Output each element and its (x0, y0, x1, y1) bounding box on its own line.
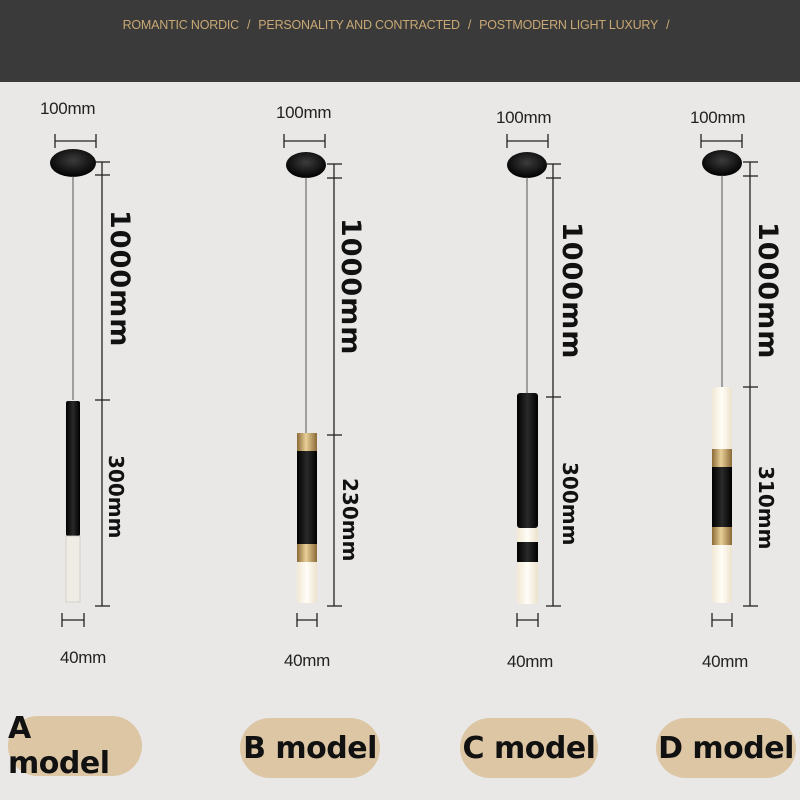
lamp-b (283, 134, 342, 627)
lamp-a (50, 134, 110, 627)
glow-band (517, 528, 538, 542)
top-width-label: 100mm (496, 108, 552, 127)
body-length-label: 300mm (558, 462, 582, 546)
gold-ring (297, 433, 317, 451)
diameter-dimension (711, 613, 733, 627)
body-length-label: 310mm (754, 466, 778, 550)
width-dimension (506, 134, 549, 148)
tagline-item: PERSONALITY AND CONTRACTED (258, 18, 460, 32)
diameter-dimension (516, 613, 539, 627)
ceiling-canopy (50, 149, 96, 177)
lamp-body (712, 467, 732, 527)
cable-length-label: 1000mm (335, 218, 366, 356)
body-length-label: 300mm (104, 455, 128, 539)
ceiling-canopy (507, 152, 547, 178)
tagline-separator: / (666, 18, 670, 32)
lamp-body (517, 393, 538, 528)
top-width-label: 100mm (40, 99, 96, 118)
lamp-c (506, 134, 561, 627)
tagline-item: POSTMODERN LIGHT LUXURY (479, 18, 659, 32)
crystal-diffuser (65, 535, 81, 603)
cable-length-label: 1000mm (752, 222, 783, 360)
lamp-body (297, 451, 317, 544)
lamp-drawings (50, 134, 758, 627)
lamp-d (700, 134, 758, 627)
height-dimension (327, 163, 342, 607)
tagline-item: ROMANTIC NORDIC (122, 18, 240, 32)
glow-diffuser (712, 387, 732, 449)
tagline-separator: / (467, 18, 472, 32)
width-dimension (283, 134, 326, 148)
cable-length-label: 1000mm (104, 210, 135, 348)
gold-ring (712, 449, 732, 467)
lamp-body (66, 401, 80, 536)
tagline: ROMANTIC NORDIC / PERSONALITY AND CONTRACT… (0, 18, 800, 32)
gold-ring (712, 527, 732, 545)
model-b-label: B model (240, 718, 380, 778)
lamp-body (517, 542, 538, 562)
tagline-separator: / (247, 18, 251, 32)
height-dimension (743, 161, 758, 607)
diameter-dimension (61, 613, 85, 627)
model-c-label: C model (460, 718, 598, 778)
glow-diffuser (517, 562, 538, 604)
glow-diffuser (712, 545, 732, 603)
cable-length-label: 1000mm (556, 222, 587, 360)
diameter-label: 40mm (284, 651, 331, 670)
top-width-label: 100mm (276, 103, 332, 122)
width-dimension (700, 134, 743, 148)
height-dimension (95, 161, 110, 607)
diameter-label: 40mm (507, 652, 554, 671)
gold-ring (297, 544, 317, 562)
ceiling-canopy (286, 152, 326, 178)
width-dimension (54, 134, 97, 148)
diameter-label: 40mm (702, 652, 749, 671)
diameter-dimension (296, 613, 318, 627)
top-width-label: 100mm (690, 108, 746, 127)
model-a-label: A model (8, 711, 142, 781)
height-dimension (546, 163, 561, 607)
model-d-label: D model (656, 718, 796, 778)
diameter-label: 40mm (60, 648, 107, 667)
header-bar: ROMANTIC NORDIC / PERSONALITY AND CONTRACT… (0, 0, 800, 82)
glow-diffuser (297, 562, 317, 603)
ceiling-canopy (702, 150, 742, 176)
body-length-label: 230mm (338, 478, 362, 562)
